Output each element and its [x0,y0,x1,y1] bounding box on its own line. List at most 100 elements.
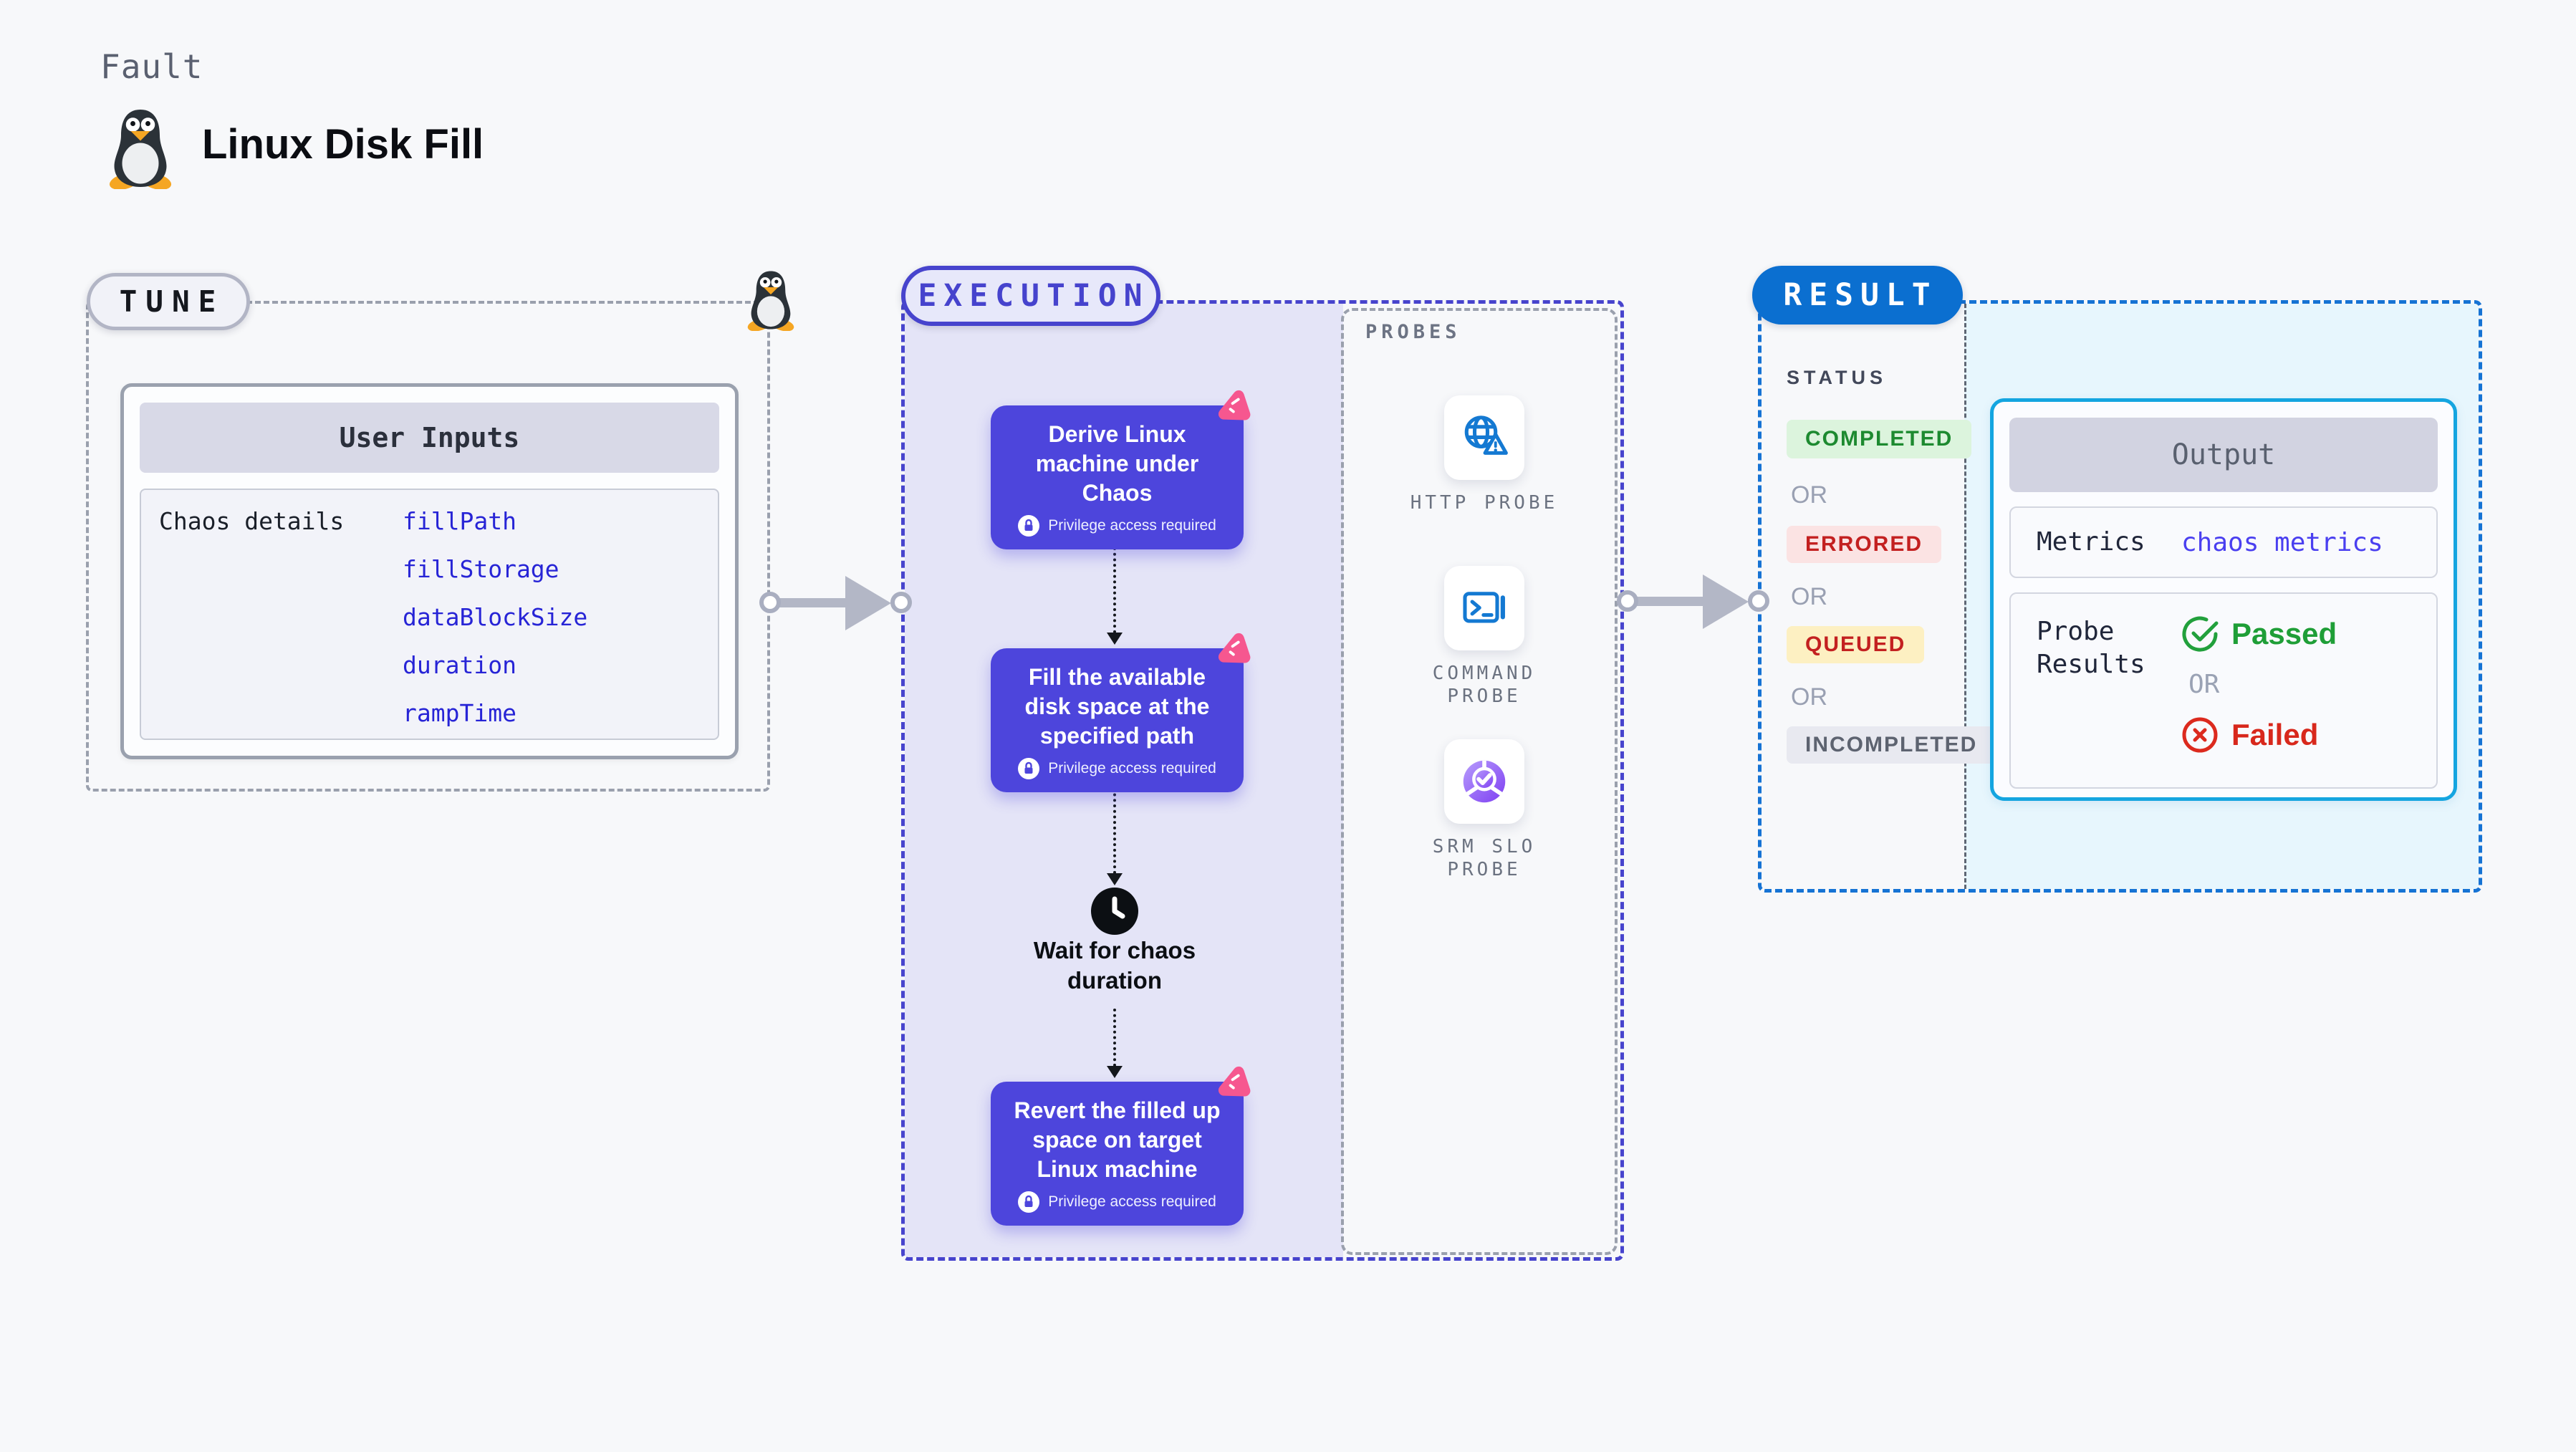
lock-icon [1018,1191,1040,1213]
user-inputs-header: User Inputs [140,403,719,473]
or-separator: OR [1791,583,1827,610]
page-title: Linux Disk Fill [202,121,484,168]
step-title: Derive Linux machine under Chaos [1035,421,1199,506]
linux-tux-icon [109,110,172,189]
probe-card[interactable] [1444,739,1524,824]
wait-step-label: Wait for chaos duration [1033,937,1196,994]
arrow-tip [1107,1066,1123,1078]
list-item: fillStorage [403,545,587,593]
probe-label: COMMAND PROBE [1432,663,1537,707]
failed-label: Failed [2231,718,2319,751]
arrow-end-port [890,592,912,613]
user-inputs-body: Chaos details fillPath fillStorage dataB… [140,489,719,740]
globe-warning-icon [1464,415,1508,455]
status-badge-errored: ERRORED [1787,526,1942,563]
step-card-derive-machine[interactable]: Derive Linux machine under Chaos Privile… [991,390,1251,549]
step-card-fill-disk[interactable]: Fill the available disk space at the spe… [991,633,1251,792]
arrow-stem [1113,1009,1116,1067]
or-separator: OR [2188,670,2220,699]
param-link-fillstorage[interactable]: fillStorage [403,555,559,583]
output-header: Output [2009,418,2438,492]
arrow-stem [1113,782,1116,874]
probes-section-label: PROBES [1365,321,1461,343]
probe-results-row: Probe Results Passed OR Failed [2009,592,2438,789]
status-column: STATUS COMPLETED OR ERRORED OR QUEUED OR… [1787,367,1996,764]
param-link-datablocksize[interactable]: dataBlockSize [403,603,588,631]
list-item: dataBlockSize [403,593,587,641]
passed-label: Passed [2231,617,2337,650]
step-title: Revert the filled up space on target Lin… [1014,1097,1221,1182]
privilege-note-text: Privilege access required [1048,517,1216,534]
arrow-start-port [759,592,781,613]
probe-srm-slo[interactable]: SRM SLO PROBE [1398,739,1570,881]
privilege-note: Privilege access required [1004,515,1231,537]
slo-donut-check-icon [1463,760,1506,803]
param-link-ramptime[interactable]: rampTime [403,699,516,727]
privilege-note-text: Privilege access required [1048,1193,1216,1210]
output-panel: Output Metrics chaos metrics Probe Resul… [1990,398,2457,801]
param-link-fillpath[interactable]: fillPath [403,507,516,535]
tune-section-box [86,301,770,792]
chaos-details-label: Chaos details [159,507,345,535]
step-card-revert-space[interactable]: Revert the filled up space on target Lin… [991,1066,1251,1226]
user-inputs-table: User Inputs Chaos details fillPath fillS… [120,383,739,759]
probe-command[interactable]: COMMAND PROBE [1398,566,1570,708]
list-item: rampTime [403,689,587,737]
probes-section-box [1341,308,1618,1255]
failed-line: Failed [2181,716,2337,754]
privilege-note-text: Privilege access required [1048,760,1216,777]
arrow-head [1703,574,1749,629]
status-heading: STATUS [1787,367,1887,388]
or-separator: OR [1791,481,1827,509]
probe-results-values: Passed OR Failed [2181,615,2337,754]
probe-results-label: Probe Results [2037,617,2145,679]
clock-icon [1091,888,1138,935]
or-separator: OR [1791,683,1827,711]
step-title: Fill the available disk space at the spe… [1024,664,1210,749]
chaos-fault-badge-icon [1218,633,1251,663]
arrow-tip [1107,873,1123,885]
flow-arrow-down [1106,547,1123,645]
status-badge-completed: COMPLETED [1787,420,1972,458]
arrow-stem [1113,547,1116,633]
status-badge-queued: QUEUED [1787,626,1925,663]
probe-card[interactable] [1444,566,1524,650]
tune-to-execution-arrow [759,575,912,630]
arrow-head [845,576,891,630]
list-item: duration [403,641,587,689]
status-badge-incompleted: INCOMPLETED [1787,726,1996,764]
execution-section-label: EXECUTION [901,266,1160,326]
check-circle-icon [2182,616,2219,652]
flow-arrow-down [1106,782,1123,885]
x-circle-icon [2182,717,2218,753]
probe-label: HTTP PROBE [1410,492,1559,514]
arrow-line [774,598,854,607]
arrow-tip [1107,633,1123,645]
arrow-start-port [1617,590,1638,612]
privilege-note: Privilege access required [1004,1191,1231,1213]
fault-kicker: Fault [100,47,203,86]
flow-arrow-down [1106,1009,1123,1078]
execution-to-result-arrow [1617,574,1769,629]
lock-icon [1018,758,1040,779]
probe-card[interactable] [1444,395,1524,480]
privilege-note: Privilege access required [1004,758,1231,779]
list-item: fillPath [403,497,587,545]
chaos-params-list: fillPath fillStorage dataBlockSize durat… [403,497,587,737]
result-section-label: RESULT [1752,266,1963,324]
chaos-fault-badge-icon [1218,390,1251,420]
arrow-end-port [1748,590,1769,612]
arrow-line [1631,597,1711,606]
probe-label: SRM SLO PROBE [1432,836,1537,880]
chaos-metrics-link[interactable]: chaos metrics [2181,527,2383,557]
linux-tux-corner-icon [747,271,794,331]
chaos-fault-badge-icon [1218,1066,1251,1097]
tune-section-label: TUNE [87,273,250,330]
metrics-label: Metrics [2037,527,2145,557]
probe-http[interactable]: HTTP PROBE [1398,395,1570,514]
metrics-row: Metrics chaos metrics [2009,506,2438,578]
param-link-duration[interactable]: duration [403,651,516,679]
terminal-icon [1463,592,1505,623]
lock-icon [1018,515,1040,537]
